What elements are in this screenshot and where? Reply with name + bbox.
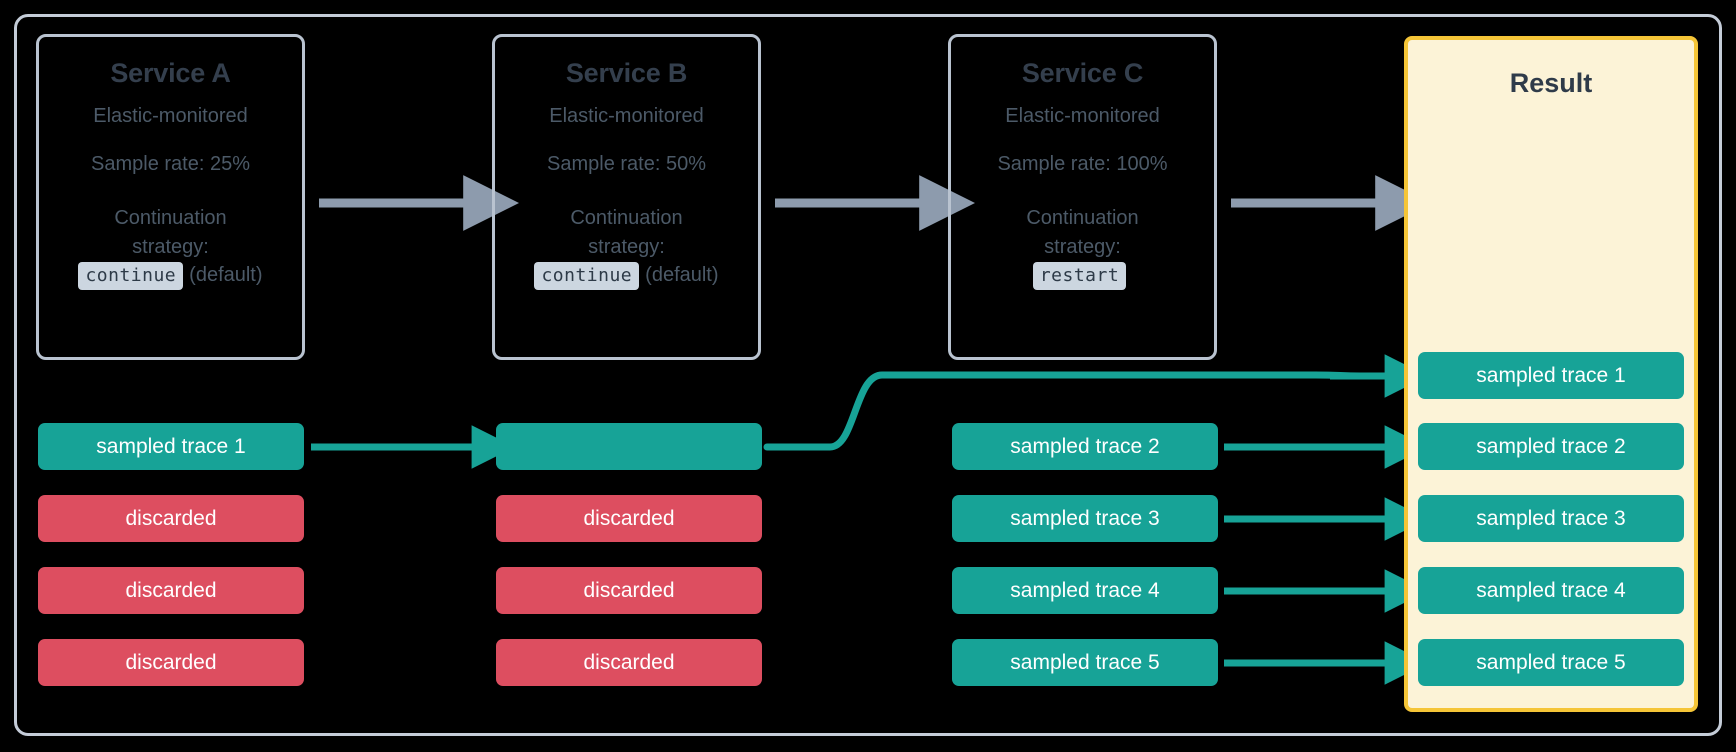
service-b-strategy-label: Continuation strategy: [495, 204, 758, 262]
service-c-strategy-line2: strategy: [1044, 235, 1121, 258]
service-a-strategy-line1: Continuation [114, 206, 227, 229]
trace-pill-b-4[interactable]: discarded [496, 639, 762, 686]
trace-pill-result-3[interactable]: sampled trace 3 [1418, 495, 1684, 542]
service-c-title: Service C [1021, 58, 1144, 88]
service-c-strategy-line1: Continuation [1026, 206, 1139, 229]
service-a-strategy-chip: continue [78, 261, 184, 290]
trace-pill-c-1[interactable]: sampled trace 2 [952, 423, 1218, 470]
service-c-strategy-label: Continuation strategy: [951, 204, 1214, 262]
service-b-sample-rate: Sample rate: 50% [547, 152, 706, 175]
service-card-b[interactable]: Service B Elastic-monitored Sample rate:… [492, 34, 761, 360]
service-a-strategy-note: (default) [189, 263, 263, 286]
service-a-strategy-label: Continuation strategy: [39, 204, 302, 262]
trace-pill-result-2[interactable]: sampled trace 2 [1418, 423, 1684, 470]
trace-pill-a-3[interactable]: discarded [38, 567, 304, 614]
trace-pill-b-2[interactable]: discarded [496, 495, 762, 542]
trace-flow-arrows [311, 354, 1428, 685]
trace-pill-a-2[interactable]: discarded [38, 495, 304, 542]
service-b-strategy-chip: continue [534, 261, 640, 290]
service-a-strategy-line2: strategy: [132, 235, 209, 258]
service-b-subtitle: Elastic-monitored [549, 104, 704, 127]
trace-pill-result-5[interactable]: sampled trace 5 [1418, 639, 1684, 686]
trace-pill-c-2[interactable]: sampled trace 3 [952, 495, 1218, 542]
trace-pill-b-3[interactable]: discarded [496, 567, 762, 614]
service-c-sample-rate: Sample rate: 100% [997, 152, 1168, 175]
service-b-strategy-value-row: continue(default) [495, 261, 758, 290]
service-b-strategy-line2: strategy: [588, 235, 665, 258]
trace-pill-result-1[interactable]: sampled trace 1 [1418, 352, 1684, 399]
trace-pill-result-4[interactable]: sampled trace 4 [1418, 567, 1684, 614]
trace-pill-a-4[interactable]: discarded [38, 639, 304, 686]
service-c-subtitle: Elastic-monitored [1005, 104, 1160, 127]
service-b-strategy-line1: Continuation [570, 206, 683, 229]
service-a-title: Service A [110, 58, 231, 88]
service-b-title: Service B [565, 58, 688, 88]
trace-pill-a-1[interactable]: sampled trace 1 [38, 423, 304, 470]
trace-pill-b-1[interactable] [496, 423, 762, 470]
service-card-a[interactable]: Service A Elastic-monitored Sample rate:… [36, 34, 305, 360]
service-card-c[interactable]: Service C Elastic-monitored Sample rate:… [948, 34, 1217, 360]
service-a-sample-rate: Sample rate: 25% [91, 152, 250, 175]
service-b-strategy-note: (default) [645, 263, 719, 286]
trace-pill-c-4[interactable]: sampled trace 5 [952, 639, 1218, 686]
result-title: Result [1509, 68, 1593, 98]
trace-pill-c-3[interactable]: sampled trace 4 [952, 567, 1218, 614]
service-a-strategy-value-row: continue(default) [39, 261, 302, 290]
service-a-subtitle: Elastic-monitored [93, 104, 248, 127]
service-c-strategy-value-row: restart [951, 261, 1214, 290]
service-c-strategy-chip: restart [1032, 261, 1127, 290]
